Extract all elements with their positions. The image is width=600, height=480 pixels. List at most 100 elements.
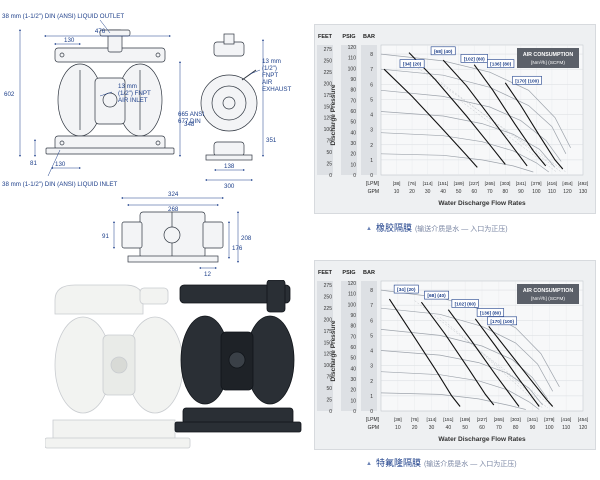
triangle-icon: ▲ <box>366 226 372 232</box>
feet-tick: 275 <box>324 283 333 289</box>
air-consumption-curve <box>383 68 478 168</box>
bar-tick: 8 <box>370 52 373 58</box>
gpm-tick: 50 <box>456 189 462 195</box>
lpm-tick: [303] <box>511 417 521 422</box>
bar-tick: 5 <box>370 333 373 339</box>
air-label-box <box>487 59 515 68</box>
lpm-tick: [189] <box>454 181 464 186</box>
axis-unit-feet: FEET <box>318 34 333 40</box>
psig-tick: 120 <box>348 281 357 287</box>
outlet-label: 38 mm (1-1/2") DIN (ANSI) LIQUID OUTLET <box>2 13 124 20</box>
gpm-tick: 90 <box>518 189 524 195</box>
pressure-curve <box>380 132 550 173</box>
guide-line <box>414 300 555 409</box>
pressure-curve <box>380 89 562 162</box>
feet-tick: 200 <box>324 81 333 87</box>
gpm-tick: 20 <box>412 425 418 431</box>
pump-side-view <box>200 33 258 161</box>
air-label-box <box>393 284 419 294</box>
feet-tick: 250 <box>324 58 333 64</box>
axis-column-0 <box>317 281 333 411</box>
psig-tick: 110 <box>348 56 356 62</box>
bar-tick: 7 <box>370 303 373 309</box>
lpm-tick: [303] <box>500 181 510 186</box>
gpm-label: GPM <box>368 425 379 431</box>
air-consumption-curve <box>388 298 461 407</box>
gpm-tick: 20 <box>409 189 415 195</box>
gpm-tick: 60 <box>471 189 477 195</box>
lpm-tick: [114] <box>423 181 433 186</box>
dim-324: 324 <box>168 191 179 198</box>
air-exhaust-label-1: 13 mm <box>262 58 281 65</box>
gpm-tick: 80 <box>503 189 509 195</box>
feet-tick: 75 <box>326 139 332 145</box>
pump-front-view <box>45 29 175 155</box>
psig-tick: 70 <box>350 334 356 340</box>
legend-box <box>517 284 579 304</box>
air-consumption-curve <box>474 318 540 407</box>
air-label-box <box>399 59 425 68</box>
air-label-text: [136] (80) <box>480 311 501 317</box>
gpm-tick: 70 <box>496 425 502 431</box>
inlet-label: 38 mm (1-1/2") DIN (ANSI) LIQUID INLET <box>2 181 118 188</box>
psig-tick: 30 <box>350 377 356 383</box>
air-exhaust-label-2: (1/2") <box>262 65 277 72</box>
bar-tick: 3 <box>370 364 373 370</box>
dim-476: 476 <box>95 28 106 35</box>
dim-602: 602 <box>4 91 15 98</box>
feet-tick: 125 <box>324 116 333 122</box>
bar-tick: 1 <box>370 158 373 164</box>
dim-130-bottom: 130 <box>55 161 66 168</box>
air-label-box <box>451 299 479 308</box>
psig-tick: 90 <box>350 77 356 83</box>
dim-138: 138 <box>224 163 235 170</box>
air-exhaust-label-3: FNPT <box>262 72 278 79</box>
dim-300: 300 <box>224 183 235 190</box>
bar-tick: 6 <box>370 82 373 88</box>
lpm-tick: [492] <box>578 181 588 186</box>
pressure-curve <box>380 153 534 173</box>
feet-tick: 225 <box>324 306 333 312</box>
feet-tick: 175 <box>324 93 333 99</box>
gpm-tick: 120 <box>563 189 572 195</box>
x-axis-label: Water Discharge Flow Rates <box>438 200 526 207</box>
feet-tick: 150 <box>324 104 333 110</box>
dim-348: 348 <box>184 121 195 128</box>
lpm-tick: [341] <box>516 181 526 186</box>
axis-column-1 <box>341 45 357 175</box>
feet-tick: 175 <box>324 329 333 335</box>
bar-tick: 2 <box>370 143 373 149</box>
air-label-text: [68] (40) <box>427 293 446 299</box>
legend-box <box>517 48 579 68</box>
dim-91: 91 <box>102 233 109 240</box>
gpm-tick: 40 <box>440 189 446 195</box>
lpm-label: [LPM] <box>366 417 380 423</box>
legend-title: AIR CONSUMPTION <box>523 52 573 58</box>
pressure-curve <box>380 371 540 410</box>
bar-tick: 6 <box>370 318 373 324</box>
lpm-tick: [189] <box>460 417 470 422</box>
feet-tick: 25 <box>326 162 332 168</box>
psig-tick: 0 <box>353 173 356 179</box>
gpm-tick: 30 <box>425 189 431 195</box>
gpm-tick: 130 <box>579 189 588 195</box>
pressure-curve <box>380 392 526 410</box>
gpm-tick: 100 <box>545 425 554 431</box>
white-pump <box>45 284 191 449</box>
legend-units: [Nm³/h] (SCFM) <box>531 60 565 66</box>
air-inlet-label-3: AIR INLET <box>118 97 148 104</box>
caption-sub: (输送介质是水 — 入口为正压) <box>423 461 517 468</box>
lpm-tick: [416] <box>561 417 571 422</box>
axis-column-1 <box>341 281 357 411</box>
bar-tick: 2 <box>370 379 373 385</box>
air-label-text: [102] (60) <box>455 301 476 307</box>
air-label-text: [170] (100) <box>515 78 539 84</box>
lpm-tick: [454] <box>578 417 588 422</box>
feet-tick: 75 <box>326 375 332 381</box>
air-label-box <box>476 308 505 317</box>
axis-unit-psig: PSIG <box>342 270 355 276</box>
feet-tick: 50 <box>326 386 332 392</box>
lpm-tick: [265] <box>494 417 504 422</box>
